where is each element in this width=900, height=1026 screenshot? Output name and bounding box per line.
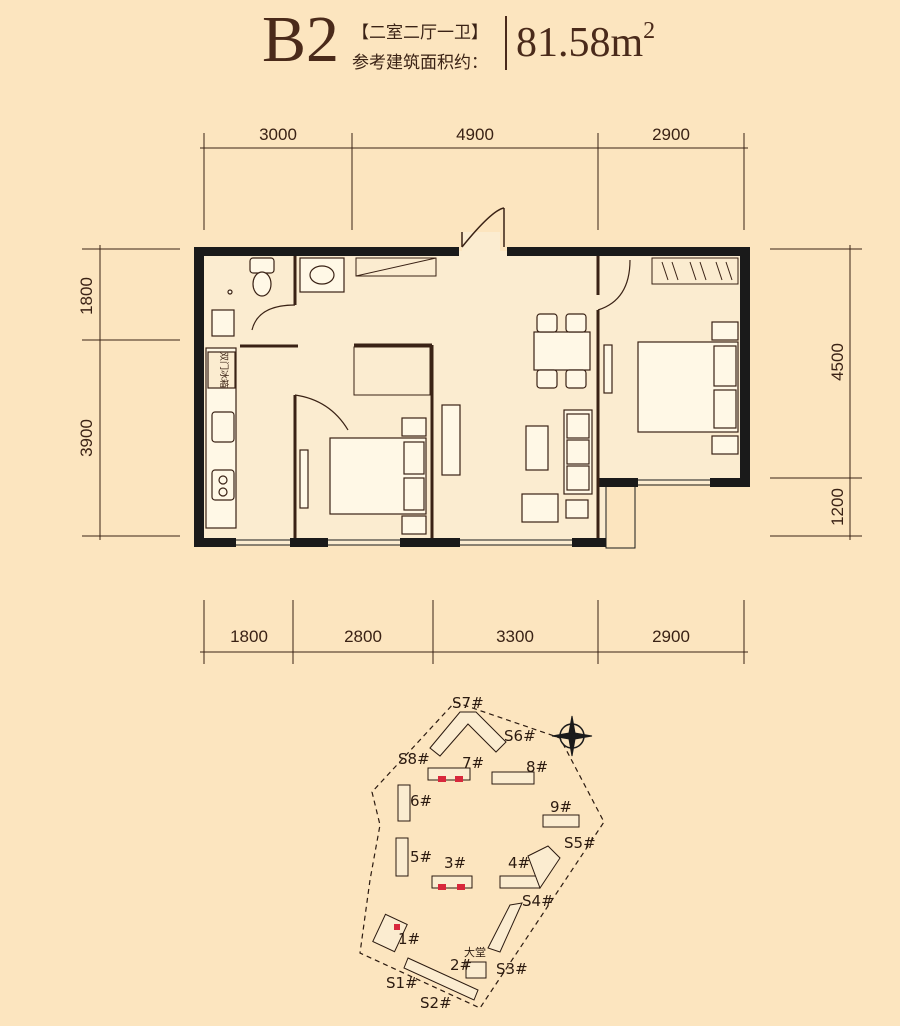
bedroom2-door [597,259,631,311]
dim-bottom-2: 2800 [344,627,382,646]
bedroom2-wardrobe [651,257,739,285]
dim-left-1: 1800 [77,277,96,315]
site-boundary [359,701,605,1009]
site-label-2: 2# [450,956,472,974]
site-label-s4: S4# [522,892,554,910]
entrance-door [461,207,505,248]
bathroom-door [251,304,296,331]
site-buildings [372,711,580,1001]
apartment-plan: 双门冰箱 [194,207,750,549]
fridge-label: 双门冰箱 [218,352,230,388]
dim-right-2: 1200 [828,488,847,526]
site-plan: S7# S6# S8# 7# 8# 6# 9# S5# 5# 3# 4# S4#… [359,694,605,1012]
interior-walls [240,256,600,538]
living-sofa [521,344,613,523]
site-label-lobby: 大堂 [464,945,486,959]
site-label-1: 1# [398,930,420,948]
exterior-walls [194,247,750,547]
compass-icon [551,715,593,757]
site-label-s6: S6# [504,727,536,745]
site-label-3: 3# [444,854,466,872]
site-label-s1: S1# [386,974,418,992]
bedroom2-bed [637,321,739,455]
unit-type: 【二室二厅一卫】 [352,23,488,42]
dim-left-2: 3900 [77,419,96,457]
site-label-s8: S8# [398,750,430,768]
dim-right-1: 4500 [828,343,847,381]
area-value: 81.58m2 [516,18,656,66]
bedroom1-door [294,394,349,431]
dim-top-1: 3000 [259,125,297,144]
kitchen-fixtures [205,347,237,529]
dim-bottom-3: 3300 [496,627,534,646]
dim-bottom-1: 1800 [230,627,268,646]
bedroom1-wardrobe [353,346,431,396]
site-label-6: 6# [410,792,432,810]
dimension-lines [82,133,862,664]
dim-top-2: 4900 [456,125,494,144]
site-label-s3: S3# [496,960,528,978]
unit-code: B2 [262,3,340,76]
header-divider [505,16,507,70]
bathroom-fixtures [211,257,345,337]
site-label-7: 7# [462,754,484,772]
site-label-s7: S7# [452,694,484,712]
site-label-5: 5# [410,848,432,866]
dim-bottom-4: 2900 [652,627,690,646]
site-label-s2: S2# [420,994,452,1012]
dining-set [533,313,591,389]
site-label-9: 9# [550,798,572,816]
dim-top-3: 2900 [652,125,690,144]
site-label-4: 4# [508,854,530,872]
bedroom1-bed [299,404,461,535]
area-label: 参考建筑面积约： [352,53,488,72]
site-highlights [394,776,465,930]
site-label-s5: S5# [564,834,596,852]
site-label-8: 8# [526,758,548,776]
